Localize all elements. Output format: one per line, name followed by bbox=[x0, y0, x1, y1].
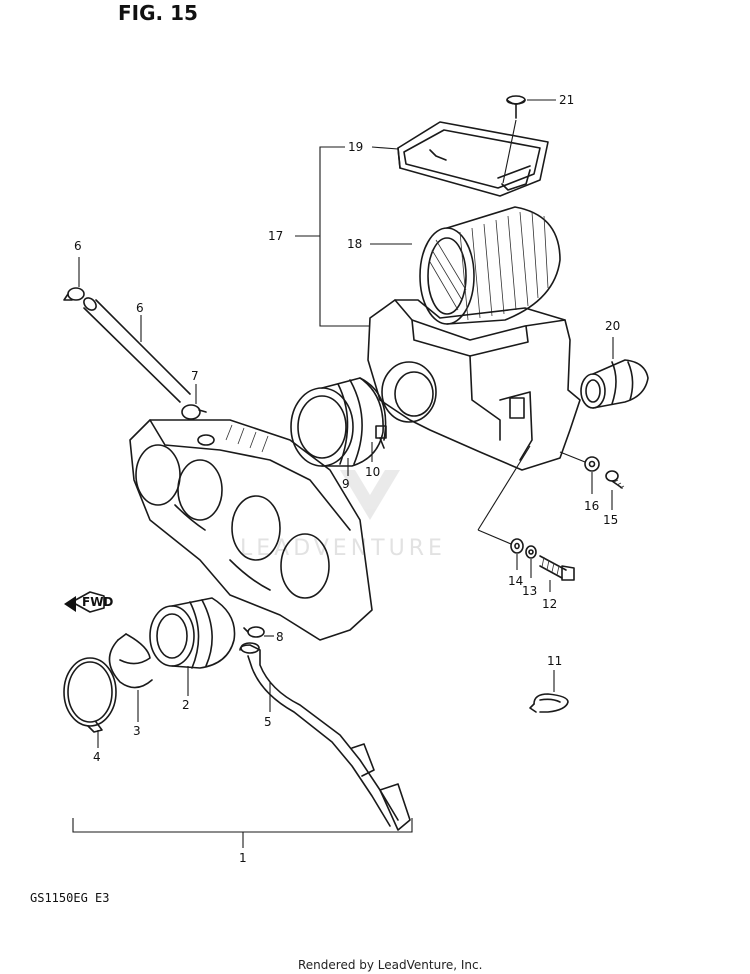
leader-bolt-to-case bbox=[477, 445, 531, 531]
leader-17-case bbox=[559, 451, 586, 463]
callout-6-top: 6 bbox=[74, 239, 82, 253]
callout-17: 16 bbox=[584, 499, 599, 513]
leader-15-down bbox=[502, 119, 517, 184]
part-15-screw[interactable] bbox=[506, 95, 526, 119]
part-16-screw[interactable] bbox=[605, 470, 625, 489]
leader-13 bbox=[371, 146, 399, 150]
part-17-washer[interactable] bbox=[584, 456, 600, 472]
leader-20-case bbox=[477, 529, 512, 545]
air-cleaner-case[interactable] bbox=[367, 299, 581, 471]
fwd-label: FWD bbox=[82, 595, 113, 609]
bracket-1 bbox=[72, 818, 413, 833]
part-9-outlet-boot[interactable] bbox=[290, 377, 384, 467]
callout-16: 15 bbox=[603, 513, 618, 527]
callout-1: 1 bbox=[239, 851, 247, 865]
part-6-clamp-bottom[interactable] bbox=[181, 404, 207, 420]
part-12-filter[interactable] bbox=[419, 206, 561, 325]
callout-14: 20 bbox=[605, 319, 620, 333]
callout-2: 2 bbox=[182, 698, 190, 712]
part-13-cover[interactable] bbox=[397, 121, 549, 197]
part-4-clamp[interactable] bbox=[63, 657, 117, 733]
callout-4: 4 bbox=[93, 750, 101, 764]
part-19-washer[interactable] bbox=[525, 545, 537, 559]
callout-5: 6 bbox=[136, 301, 144, 315]
part-6-clamp-top[interactable] bbox=[63, 287, 85, 301]
callout-18: 12 bbox=[542, 597, 557, 611]
part-8-clip[interactable] bbox=[243, 626, 265, 638]
watermark-logo: LEADVENTURE bbox=[240, 470, 446, 561]
callout-10: 10 bbox=[365, 465, 380, 479]
part-3-band[interactable] bbox=[108, 633, 153, 689]
part-10-clamp[interactable] bbox=[359, 377, 387, 449]
callout-7: 5 bbox=[264, 715, 272, 729]
callout-21: 11 bbox=[547, 654, 562, 668]
part-18-bolt[interactable] bbox=[539, 555, 575, 581]
callout-20: 14 bbox=[508, 574, 523, 588]
part-1-lower-case[interactable] bbox=[129, 419, 373, 641]
part-20-washer[interactable] bbox=[510, 538, 524, 554]
part-21-clip[interactable] bbox=[529, 693, 569, 713]
callout-6-bottom: 7 bbox=[191, 369, 199, 383]
callout-15: 21 bbox=[559, 93, 574, 107]
callout-9: 9 bbox=[342, 477, 350, 491]
part-7-drain-hose[interactable] bbox=[239, 642, 411, 831]
callout-13: 19 bbox=[348, 140, 363, 154]
callout-11: 17 bbox=[268, 229, 283, 243]
watermark-text: LEADVENTURE bbox=[240, 536, 446, 561]
callout-19: 13 bbox=[522, 584, 537, 598]
render-credit: Rendered by LeadVenture, Inc. bbox=[298, 958, 482, 972]
part-2-intake-boot[interactable] bbox=[149, 597, 236, 669]
forward-direction-arrow: FWD bbox=[64, 591, 113, 613]
part-5-breather-hose[interactable] bbox=[82, 296, 191, 403]
callout-12: 18 bbox=[347, 237, 362, 251]
model-code: GS1150EG E3 bbox=[30, 891, 109, 905]
bracket-11 bbox=[319, 146, 370, 327]
part-14-intake-boot[interactable] bbox=[580, 359, 649, 409]
callout-8: 8 bbox=[276, 630, 284, 644]
figure-title: FIG. 15 bbox=[118, 1, 198, 25]
callout-3: 3 bbox=[133, 724, 141, 738]
